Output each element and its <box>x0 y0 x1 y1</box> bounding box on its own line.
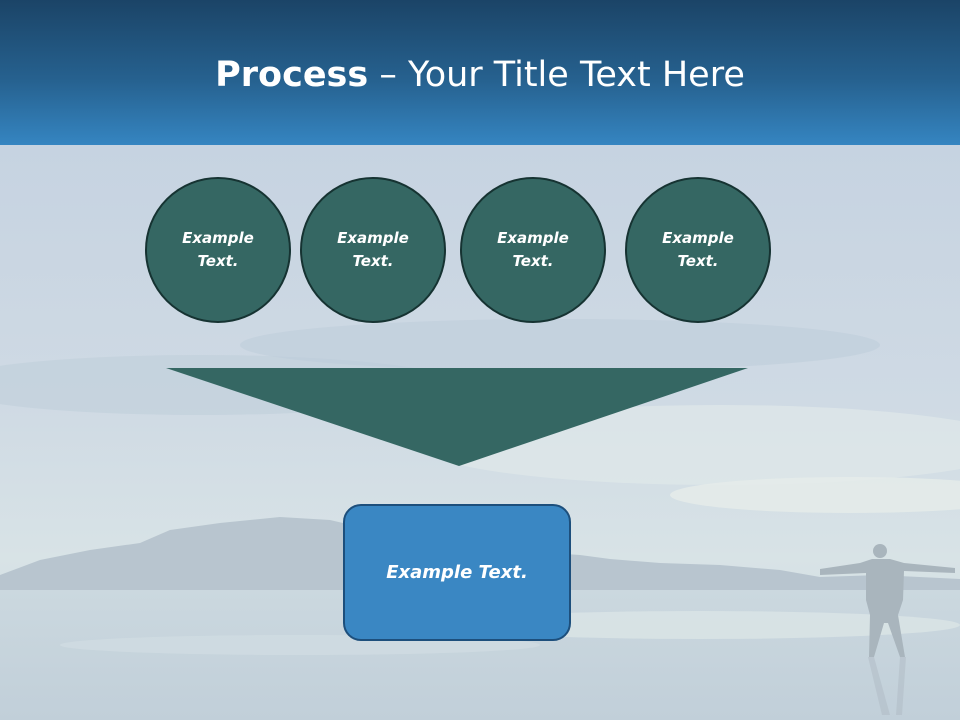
title-banner <box>0 0 960 145</box>
process-step-circle-1: Example Text. <box>145 177 291 323</box>
process-step-circle-3: Example Text. <box>460 177 606 323</box>
circle-1-text: Example Text. <box>182 229 254 270</box>
process-result-box: Example Text. <box>343 504 571 641</box>
funnel-arrow <box>166 368 748 466</box>
circle-4-text: Example Text. <box>662 229 734 270</box>
process-step-circle-4: Example Text. <box>625 177 771 323</box>
circle-2-text: Example Text. <box>337 229 409 270</box>
result-text: Example Text. <box>386 562 528 583</box>
title-bold-text: Process <box>215 55 369 95</box>
slide-title: Process – Your Title Text Here <box>0 52 960 98</box>
circle-3-text: Example Text. <box>497 229 569 270</box>
process-step-circle-2: Example Text. <box>300 177 446 323</box>
person-silhouette <box>820 544 955 715</box>
title-rest-text: – Your Title Text Here <box>368 55 745 95</box>
